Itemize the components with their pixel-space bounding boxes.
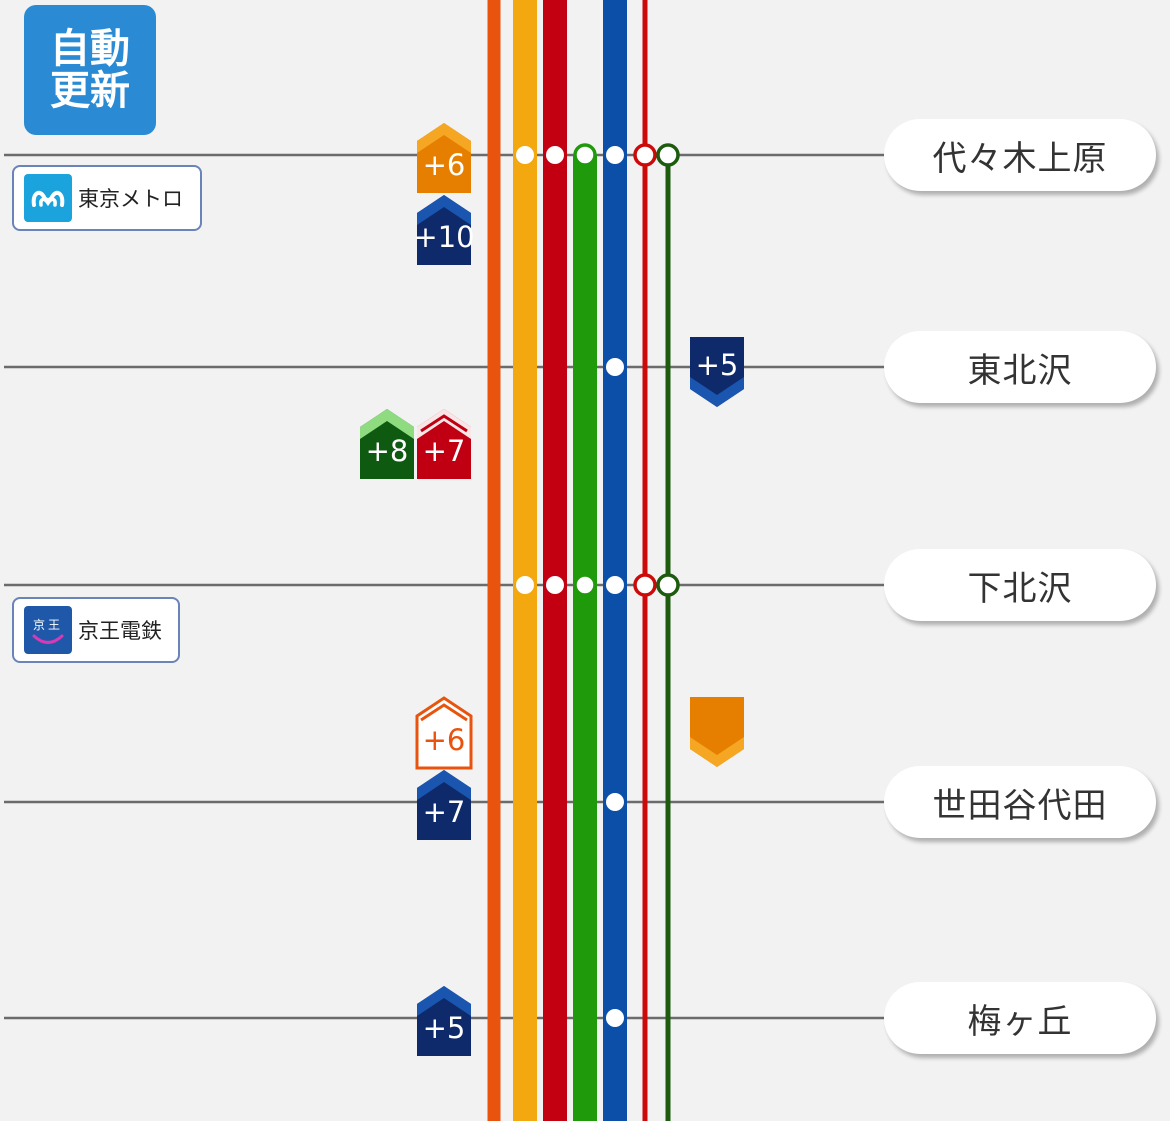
train-marker[interactable]: +5 xyxy=(690,337,744,407)
stop-marker xyxy=(656,573,680,597)
keio-logo-icon: 京王 xyxy=(24,606,72,654)
train-marker[interactable] xyxy=(690,697,744,767)
stop-marker xyxy=(606,1009,624,1027)
train-delay-label: +7 xyxy=(423,434,466,468)
stop-marker xyxy=(516,576,534,594)
train-delay-label: +10 xyxy=(413,220,474,254)
train-cap xyxy=(360,409,414,439)
train-delay-label: +5 xyxy=(696,348,739,382)
train-marker[interactable]: +10 xyxy=(413,195,475,265)
stop-marker xyxy=(606,793,624,811)
train-marker[interactable]: +8 xyxy=(360,409,414,479)
stop-marker xyxy=(516,146,534,164)
train-marker[interactable]: +7 xyxy=(417,770,471,840)
stop-marker xyxy=(573,143,597,167)
train-delay-label: +7 xyxy=(423,795,466,829)
station-pill[interactable]: 世田谷代田 xyxy=(884,766,1156,838)
stop-marker xyxy=(606,358,624,376)
line-thin-red xyxy=(642,0,648,1121)
train-delay-label: +6 xyxy=(423,723,466,757)
operator-name: 京王電鉄 xyxy=(78,619,162,643)
line-yellow xyxy=(513,0,537,1121)
line-blue xyxy=(603,0,627,1121)
train-cap xyxy=(690,377,744,407)
train-delay-label: +5 xyxy=(423,1011,466,1045)
train-marker[interactable]: +6 xyxy=(415,696,473,770)
stop-marker xyxy=(573,573,597,597)
stop-marker xyxy=(546,146,564,164)
train-chevron xyxy=(420,414,468,433)
train-delay-label: +6 xyxy=(423,148,466,182)
stop-marker xyxy=(633,143,657,167)
train-cap xyxy=(417,123,471,153)
tokyo-metro-logo-icon xyxy=(24,174,72,222)
stop-marker xyxy=(606,576,624,594)
train-marker[interactable]: +5 xyxy=(417,986,471,1056)
train-cap xyxy=(417,195,471,225)
train-marker[interactable]: +7 xyxy=(417,409,471,479)
auto-update-button[interactable]: 自動 更新 xyxy=(24,5,156,135)
stop-marker xyxy=(606,146,624,164)
line-orange xyxy=(487,0,501,1121)
operator-name: 東京メトロ xyxy=(78,187,183,211)
keio-logo-text: 京王 xyxy=(32,617,63,632)
station-pill[interactable]: 代々木上原 xyxy=(884,119,1156,191)
line-red xyxy=(543,0,567,1121)
line-green xyxy=(573,155,597,1121)
train-cap xyxy=(690,737,744,767)
train-chevron xyxy=(420,703,468,722)
train-cap xyxy=(417,986,471,1016)
stop-marker xyxy=(633,573,657,597)
line-thin-green xyxy=(665,155,671,1121)
operator-badge-keio[interactable]: 京王 京王電鉄 xyxy=(12,597,180,663)
stop-marker xyxy=(546,576,564,594)
station-pill[interactable]: 東北沢 xyxy=(884,331,1156,403)
station-pill[interactable]: 梅ヶ丘 xyxy=(884,982,1156,1054)
station-pill[interactable]: 下北沢 xyxy=(884,549,1156,621)
stop-marker xyxy=(656,143,680,167)
train-marker[interactable]: +6 xyxy=(417,123,471,193)
train-delay-label: +8 xyxy=(366,434,409,468)
train-cap xyxy=(417,770,471,800)
operator-badge-tokyo-metro[interactable]: 東京メトロ xyxy=(12,165,202,231)
